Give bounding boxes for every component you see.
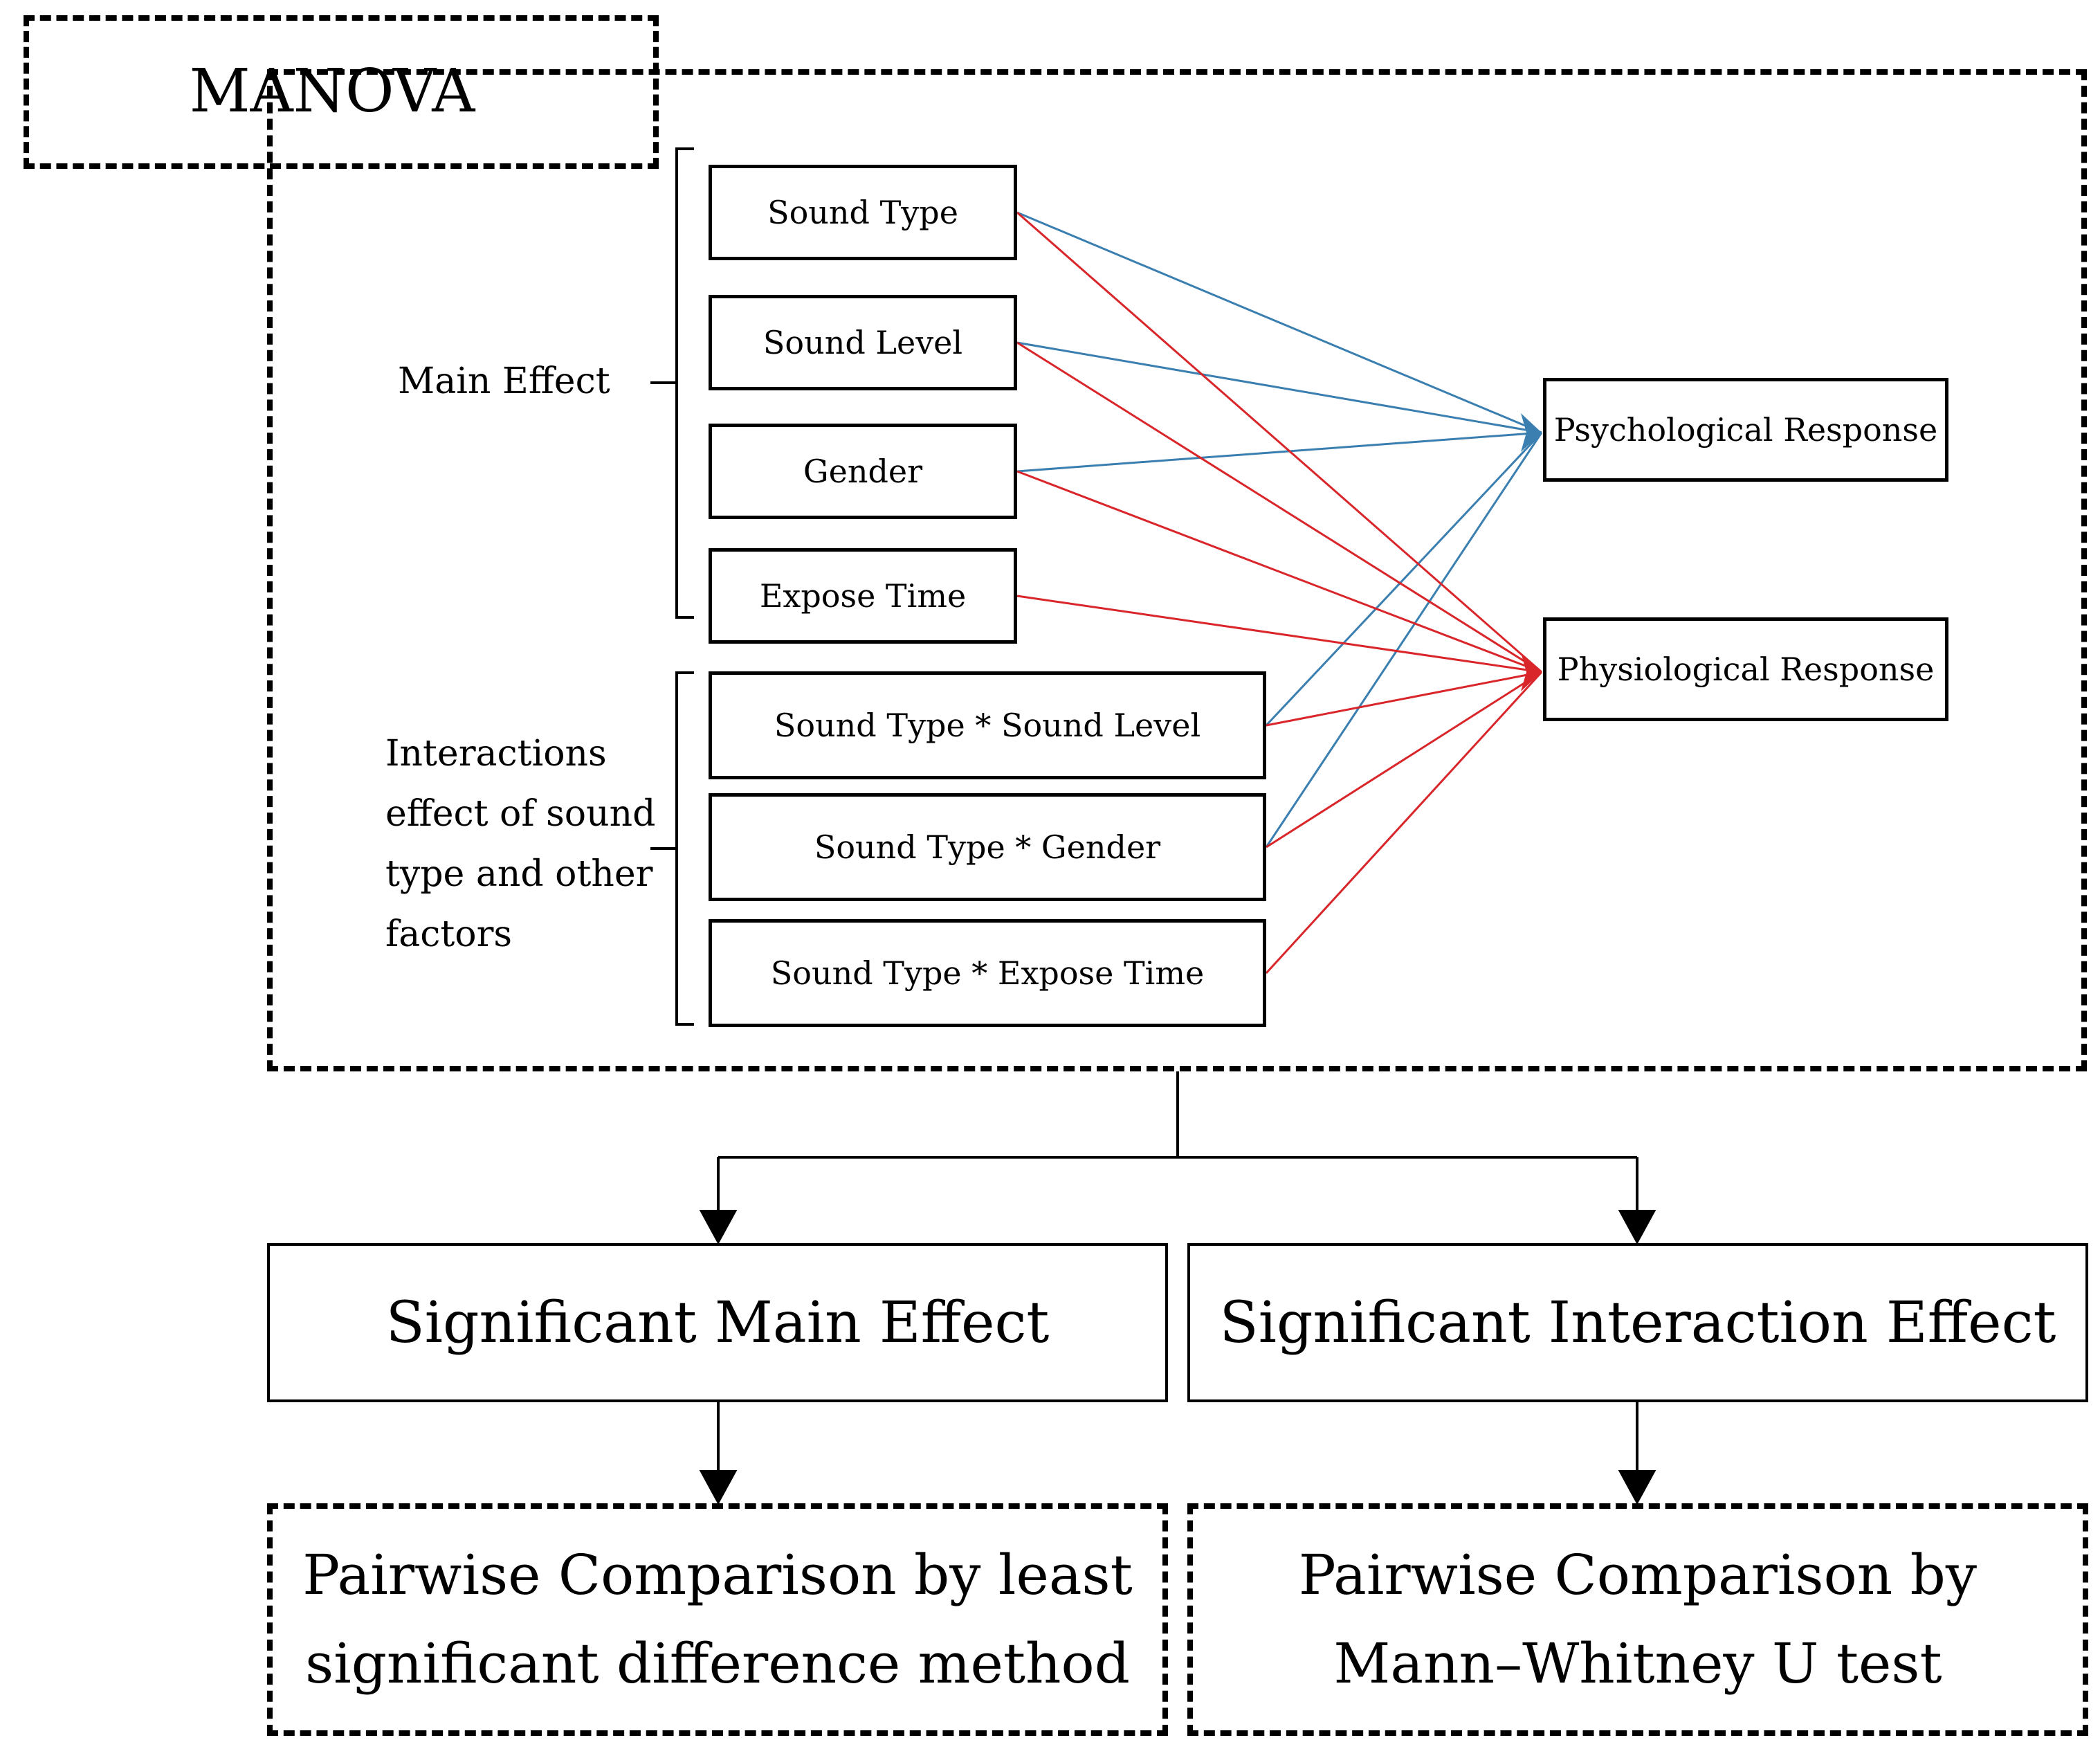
physiological-link-line [1266,671,1542,727]
interactions-label-line: factors [385,914,513,955]
factor-box-sound-type-x-sound-level: Sound Type * Sound Level [709,671,1266,779]
physiological-arrowhead [1521,653,1542,691]
psychological-arrowhead [1521,413,1542,452]
flow-arrowhead [699,1210,738,1245]
psychological-response-box: Psychological Response [1543,378,1948,482]
physiological-link-line [1016,595,1542,673]
manova-title: MANOVA [189,57,475,126]
interactions-label-line: type and other [385,853,653,895]
flow-arrowhead [1618,1210,1656,1245]
factor-box-gender: Gender [709,424,1017,519]
significant-interaction-effect-box: Significant Interaction Effect [1187,1243,2088,1402]
flow-arrowhead [1618,1470,1656,1505]
significant-main-effect-box: Significant Main Effect [267,1243,1168,1402]
physiological-link-line [1266,671,1542,849]
factor-box-sound-type-x-gender: Sound Type * Gender [709,793,1266,901]
interactions-label-line: Interactions [385,733,607,774]
physiological-link-line [1016,211,1542,673]
psychological-link-line [1265,431,1543,727]
lsd-method-line: Pairwise Comparison by least [302,1543,1133,1607]
physiological-link-line [1016,470,1542,673]
psychological-link-line [1016,431,1542,473]
physiological-link-line [1016,341,1542,673]
manova-title-frame [24,15,659,169]
psychological-link-line [1265,432,1543,848]
factor-box-sound-type-x-expose-time: Sound Type * Expose Time [709,919,1266,1027]
main-effect-label: Main Effect [398,361,610,402]
factor-box-expose-time: Expose Time [709,548,1017,644]
lsd-method-line: significant difference method [305,1631,1130,1696]
interactions-bracket [650,671,694,1026]
interactions-label: Interactions effect of sound type and ot… [385,724,662,965]
flow-arrowhead [699,1470,738,1505]
mann-whitney-method-line: Mann–Whitney U test [1333,1631,1942,1696]
main-effect-bracket [650,147,694,619]
psychological-link-line [1016,211,1542,434]
interactions-label-line: effect of sound [385,793,656,835]
psychological-link-line [1016,341,1542,434]
factor-box-sound-level: Sound Level [709,295,1017,390]
physiological-link-line [1265,671,1543,975]
mann-whitney-method-line: Pairwise Comparison by [1298,1543,1978,1607]
physiological-response-box: Physiological Response [1543,617,1948,721]
mann-whitney-method-box: Pairwise Comparison by Mann–Whitney U te… [1187,1503,2088,1736]
lsd-method-box: Pairwise Comparison by least significant… [267,1503,1168,1736]
manova-model-frame [267,69,2087,1071]
factor-box-sound-type: Sound Type [709,165,1017,260]
